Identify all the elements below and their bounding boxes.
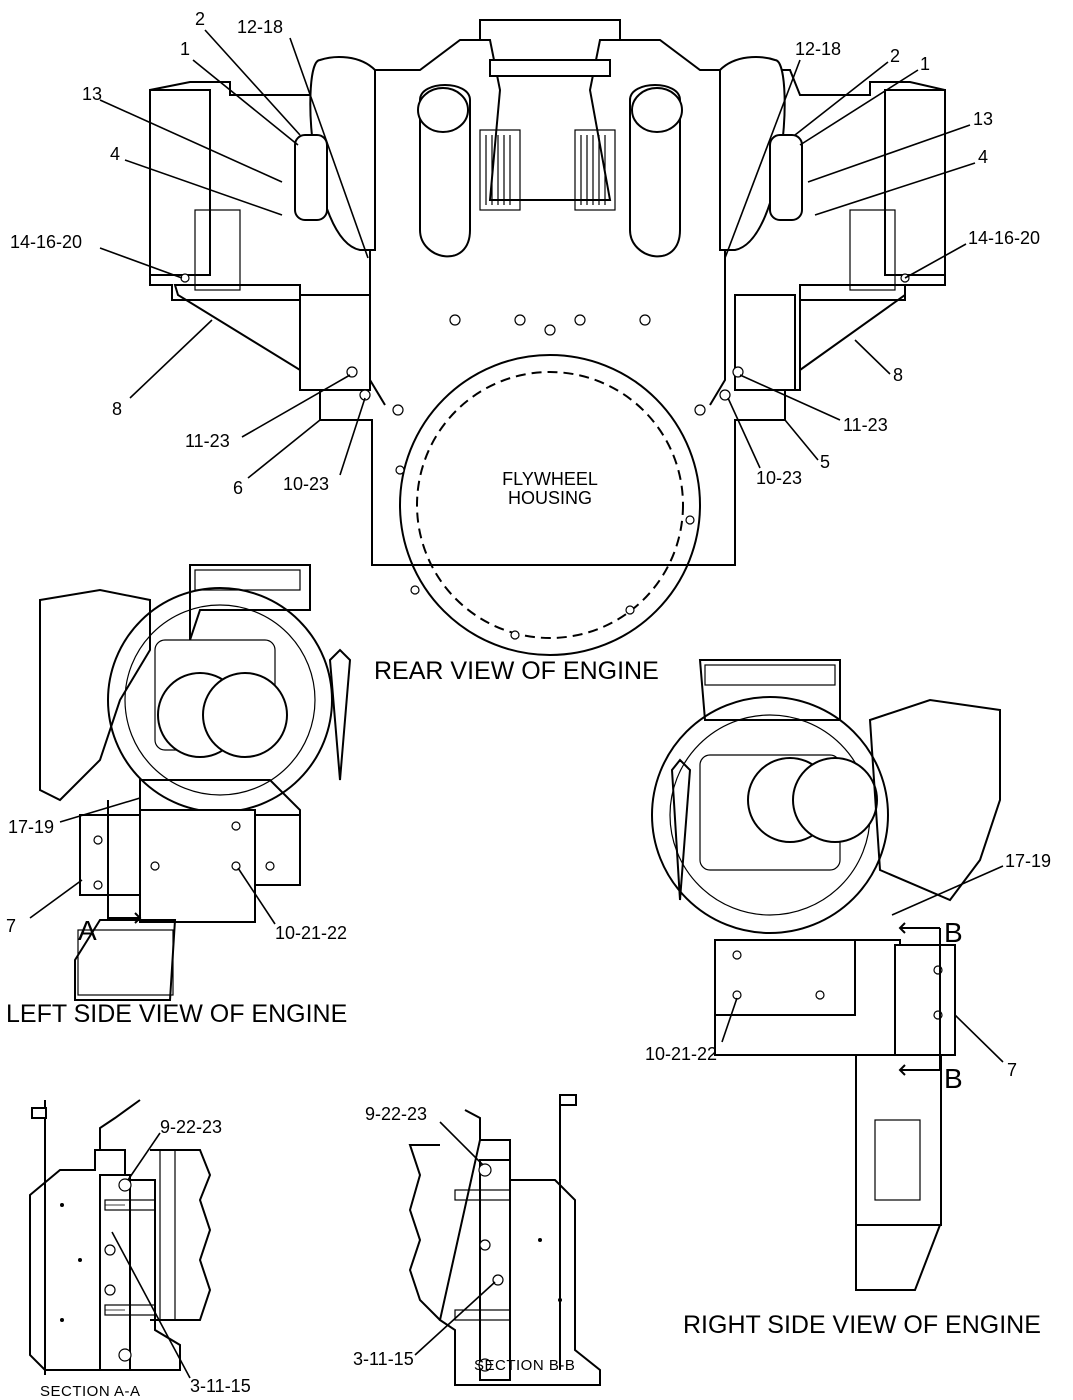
callout-right-7: 7 [1007, 1060, 1017, 1080]
section-marker-a: A [78, 915, 97, 946]
right-side-view-title: RIGHT SIDE VIEW OF ENGINE [683, 1311, 1041, 1339]
callout-rear-r-12-18: 12-18 [795, 39, 841, 59]
callout-rear-r-2: 2 [890, 46, 900, 66]
callout-rear-l-1: 1 [180, 39, 190, 59]
left-side-view-title: LEFT SIDE VIEW OF ENGINE [6, 1000, 347, 1028]
callout-rear-r-14-16-20: 14-16-20 [968, 228, 1040, 248]
callout-sb-3-11-15: 3-11-15 [353, 1349, 414, 1369]
callout-left-7: 7 [6, 916, 16, 936]
callout-rear-l-13: 13 [82, 84, 102, 104]
right-side-view: B B 17-19 10-21-22 7 RIGHT SIDE VIEW OF … [645, 659, 1051, 1339]
callout-rear-l-2: 2 [195, 9, 205, 29]
callout-left-10-21-22: 10-21-22 [275, 923, 347, 943]
section-marker-b-bottom: B [944, 1063, 963, 1094]
callout-rear-l-4: 4 [110, 144, 120, 164]
callout-right-10-21-22: 10-21-22 [645, 1044, 717, 1064]
section-b-b: 9-22-23 3-11-15 SECTION B-B [353, 1094, 601, 1386]
section-a-a: 9-22-23 3-11-15 SECTION A-A [29, 1099, 251, 1400]
callout-rear-r-10-23: 10-23 [756, 468, 802, 488]
callout-rear-r-8: 8 [893, 365, 903, 385]
flywheel-housing-label-2: HOUSING [508, 488, 592, 508]
callout-rear-l-11-23: 11-23 [185, 431, 230, 451]
callout-rear-r-1: 1 [920, 54, 930, 74]
callout-rear-r-5: 5 [820, 452, 830, 472]
callout-rear-l-6: 6 [233, 478, 243, 498]
callout-sa-3-11-15: 3-11-15 [190, 1376, 251, 1396]
callout-sa-9-22-23: 9-22-23 [160, 1117, 222, 1137]
callout-rear-l-12-18: 12-18 [237, 17, 283, 37]
callout-rear-l-8: 8 [112, 399, 122, 419]
callout-rear-r-11-23: 11-23 [843, 415, 888, 435]
section-a-a-title: SECTION A-A [40, 1383, 141, 1400]
left-side-view: A 17-19 7 10-21-22 LEFT SIDE VIEW OF ENG… [6, 564, 352, 1028]
callout-sb-9-22-23: 9-22-23 [365, 1104, 427, 1124]
callout-right-17-19: 17-19 [1005, 851, 1051, 871]
callout-rear-l-10-23: 10-23 [283, 474, 329, 494]
section-marker-b-top: B [944, 917, 963, 948]
section-b-b-title: SECTION B-B [474, 1357, 575, 1374]
callout-rear-r-4: 4 [978, 147, 988, 167]
callout-rear-r-13: 13 [973, 109, 993, 129]
rear-view-title: REAR VIEW OF ENGINE [374, 657, 659, 685]
callout-rear-l-14-16-20: 14-16-20 [10, 232, 82, 252]
callout-left-17-19: 17-19 [8, 817, 54, 837]
flywheel-housing-label-1: FLYWHEEL [502, 469, 598, 489]
rear-view: FLYWHEEL HOUSING REAR VIEW OF ENGINE 2 1… [10, 9, 1040, 685]
